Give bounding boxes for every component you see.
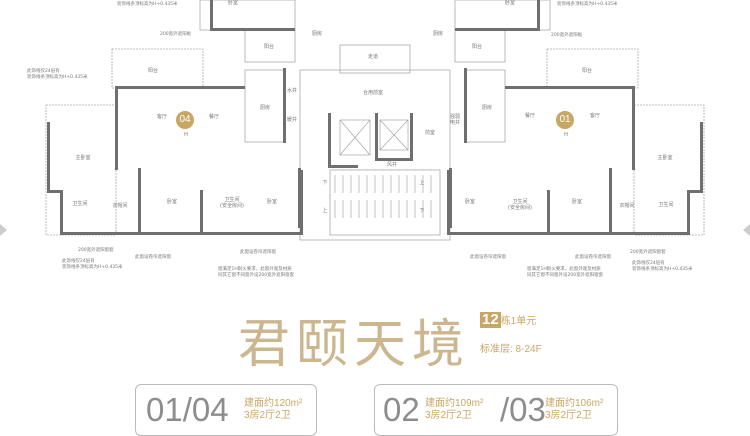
room-balcony: 阳台 [263,44,275,50]
room-living: 客厅 [156,114,168,120]
room-balcony: 阳台 [147,68,159,74]
room-bath: 卫生间 [658,202,674,208]
room-safe-bath: 卫生间 (安全房间) [508,199,532,211]
air-shaft: 风井 [386,162,398,168]
note-roller: 此窗设卷帘遮阳窗 [240,250,276,255]
level-mark: H [564,132,568,138]
note-roller: 此窗设卷帘遮阳窗 [575,255,611,260]
unit-numbers: /03 [500,391,546,428]
note-trim: 此饰线仅24层有 装饰线条顶标高为H+0.435米 [632,261,693,273]
unit-card-01-04[interactable]: 01/04 建面约120m² 3房2厅2卫 [135,384,317,436]
stair-up: 上 [322,208,328,214]
prev-arrow-icon[interactable] [0,224,7,236]
note-fire: 窗满足1H耐火要求，此窗外观及材质 同其它窗不同窗外设200宽外遮阳窗套 [527,267,604,279]
room-kitchen: 厨房 [259,105,271,111]
note-sunshade: 200宽外遮阳窗套 [78,248,114,253]
unit-badge-04[interactable]: 04 [176,111,194,129]
heat-shaft: 暖井 [286,117,298,123]
room-closet: 衣帽间 [112,203,128,209]
room-closet: 衣帽间 [619,203,635,209]
note-sunshade: 200宽外遮阳板 [551,33,583,38]
unit-layout: 3房2厅2卫 [244,410,291,421]
unit-badge-01[interactable]: 01 [556,111,574,129]
unit-card-02-03[interactable]: 02 建面约109m² 3房2厅2卫 /03 建面约106m² 3房2厅2卫 [374,384,618,436]
shared-lobby: 合用前室 [362,90,384,96]
building-suffix: 栋1单元 [500,316,537,327]
unit-layout: 3房2厅2卫 [425,410,472,421]
electrical-shaft: 强弱 电井 [449,114,461,126]
note-trim: 此饰线仅24层有 装饰线条顶标高为H+0.435米 [117,0,178,8]
room-bath: 卫生间 [72,201,88,207]
floor-plan [45,0,705,241]
unit-area: 建面约109m² [425,398,484,409]
stair-down: 下 [322,180,328,186]
room-balcony: 阳台 [581,68,593,74]
note-sunshade: 200宽外遮阳窗套 [630,250,666,255]
unit-numbers: 02 [383,391,420,428]
project-title: 君颐天境 [238,315,471,375]
next-arrow-icon[interactable] [743,224,750,236]
note-trim: 此饰线仅24层有 装饰线条顶标高为H+0.435米 [62,259,123,271]
room-dining: 餐厅 [208,114,220,120]
room-kitchen: 厨房 [481,105,493,111]
unit-numbers: 01/04 [146,391,229,428]
room-bedroom: 卧室 [227,0,239,6]
stair-up: 上 [419,180,425,186]
note-sunshade: 200宽外遮阳板 [160,32,192,37]
room-bedroom: 卧室 [266,199,278,205]
room-master: 主卧室 [657,155,673,161]
building-number: 12 [480,311,501,328]
unit-layout: 3房2厅2卫 [545,410,592,421]
room-bedroom: 卧室 [464,199,476,205]
note-fire: 窗满足1H耐火要求，此窗外观及材质 同其它窗不同窗外设200宽外遮阳窗套 [218,267,295,279]
unit-area: 建面约120m² [244,398,303,409]
room-kitchen: 厨房 [311,31,323,37]
note-trim: 此饰线仅24层有 装饰线条顶标高为H+0.435米 [557,0,618,8]
room-safe-bath: 卫生间 (安全房间) [220,197,244,209]
note-trim: 此饰线仅24层有 装饰线条顶标高为H+0.435米 [27,69,88,81]
note-roller: 此窗设卷帘遮阳窗 [470,255,506,260]
room-balcony: 阳台 [471,44,483,50]
room-bedroom: 卧室 [504,0,516,6]
note-roller: 此窗设卷帘遮阳窗 [135,255,171,260]
room-living: 客厅 [589,113,601,119]
room-kitchen: 厨房 [432,31,444,37]
unit-area: 建面约106m² [545,398,604,409]
stair-down: 下 [419,208,425,214]
room-bedroom: 卧室 [571,199,583,205]
water-shaft: 水井 [286,88,298,94]
room-dining: 餐厅 [524,113,536,119]
room-bedroom: 卧室 [166,199,178,205]
lobby: 前室 [424,130,436,136]
standard-floors: 标准层: 8-24F [480,344,542,355]
level-mark: H [184,132,188,138]
room-master: 主卧室 [75,155,91,161]
corridor: 走道 [367,54,379,60]
